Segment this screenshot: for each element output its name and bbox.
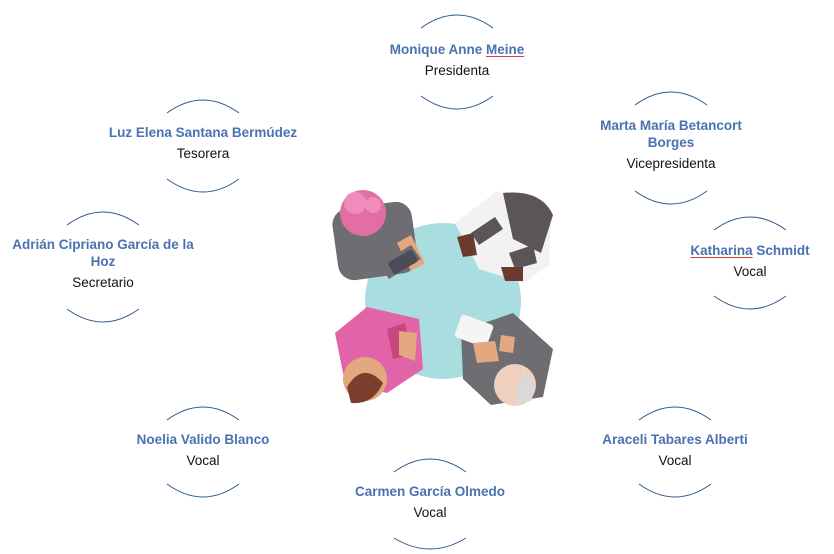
member-name: Araceli Tabares Alberti <box>602 432 748 447</box>
member-role: Secretario <box>72 275 134 290</box>
bottom-arc-divider <box>420 95 494 110</box>
member-name: Carmen García Olmedo <box>354 484 506 499</box>
person-top-right <box>455 191 553 283</box>
member-name: Monique Anne Meine <box>389 42 525 57</box>
member-monique: Monique Anne Meine Presidenta <box>357 8 557 118</box>
people-meeting-around-round-table-icon <box>332 190 553 406</box>
person-bottom-left <box>335 307 423 404</box>
bottom-arc-divider <box>166 178 240 193</box>
person-top-left <box>332 190 425 281</box>
member-name: Katharina Schmidt <box>690 243 810 258</box>
top-arc-divider <box>634 91 708 106</box>
member-katharina: Katharina Schmidt Vocal <box>670 210 830 320</box>
member-role: Vicepresidenta <box>626 156 716 171</box>
top-arc-divider <box>393 458 467 473</box>
member-luz: Luz Elena Santana Bermúdez Tesorera <box>103 93 303 203</box>
member-araceli: Araceli Tabares Alberti Vocal <box>575 400 775 510</box>
member-name: Luz Elena Santana Bermúdez <box>108 125 298 140</box>
member-role: Vocal <box>186 453 220 468</box>
bottom-arc-divider <box>634 190 708 205</box>
bottom-arc-divider <box>66 308 140 323</box>
bottom-arc-divider <box>713 295 787 310</box>
member-adrian: Adrián Cipriano García de la Hoz Secreta… <box>3 205 203 335</box>
top-arc-divider <box>420 14 494 29</box>
member-role: Vocal <box>413 505 447 520</box>
top-arc-divider <box>638 406 712 421</box>
bottom-arc-divider <box>638 483 712 498</box>
person-bottom-right <box>454 313 553 406</box>
member-role: Presidenta <box>424 63 490 78</box>
member-role: Vocal <box>658 453 692 468</box>
bottom-arc-divider <box>166 483 240 498</box>
member-marta: Marta María Betancort Borges Vicepreside… <box>571 85 771 215</box>
member-carmen: Carmen García Olmedo Vocal <box>330 452 530 552</box>
bottom-arc-divider <box>393 537 467 550</box>
top-arc-divider <box>713 216 787 231</box>
member-role: Vocal <box>733 264 767 279</box>
member-noelia: Noelia Valido Blanco Vocal <box>103 400 303 510</box>
member-name: Noelia Valido Blanco <box>136 432 270 447</box>
top-arc-divider <box>66 211 140 226</box>
member-role: Tesorera <box>176 146 230 161</box>
member-name: Adrián Cipriano García de la Hoz <box>12 237 194 269</box>
member-name: Marta María Betancort Borges <box>600 118 742 150</box>
top-arc-divider <box>166 406 240 421</box>
top-arc-divider <box>166 99 240 114</box>
